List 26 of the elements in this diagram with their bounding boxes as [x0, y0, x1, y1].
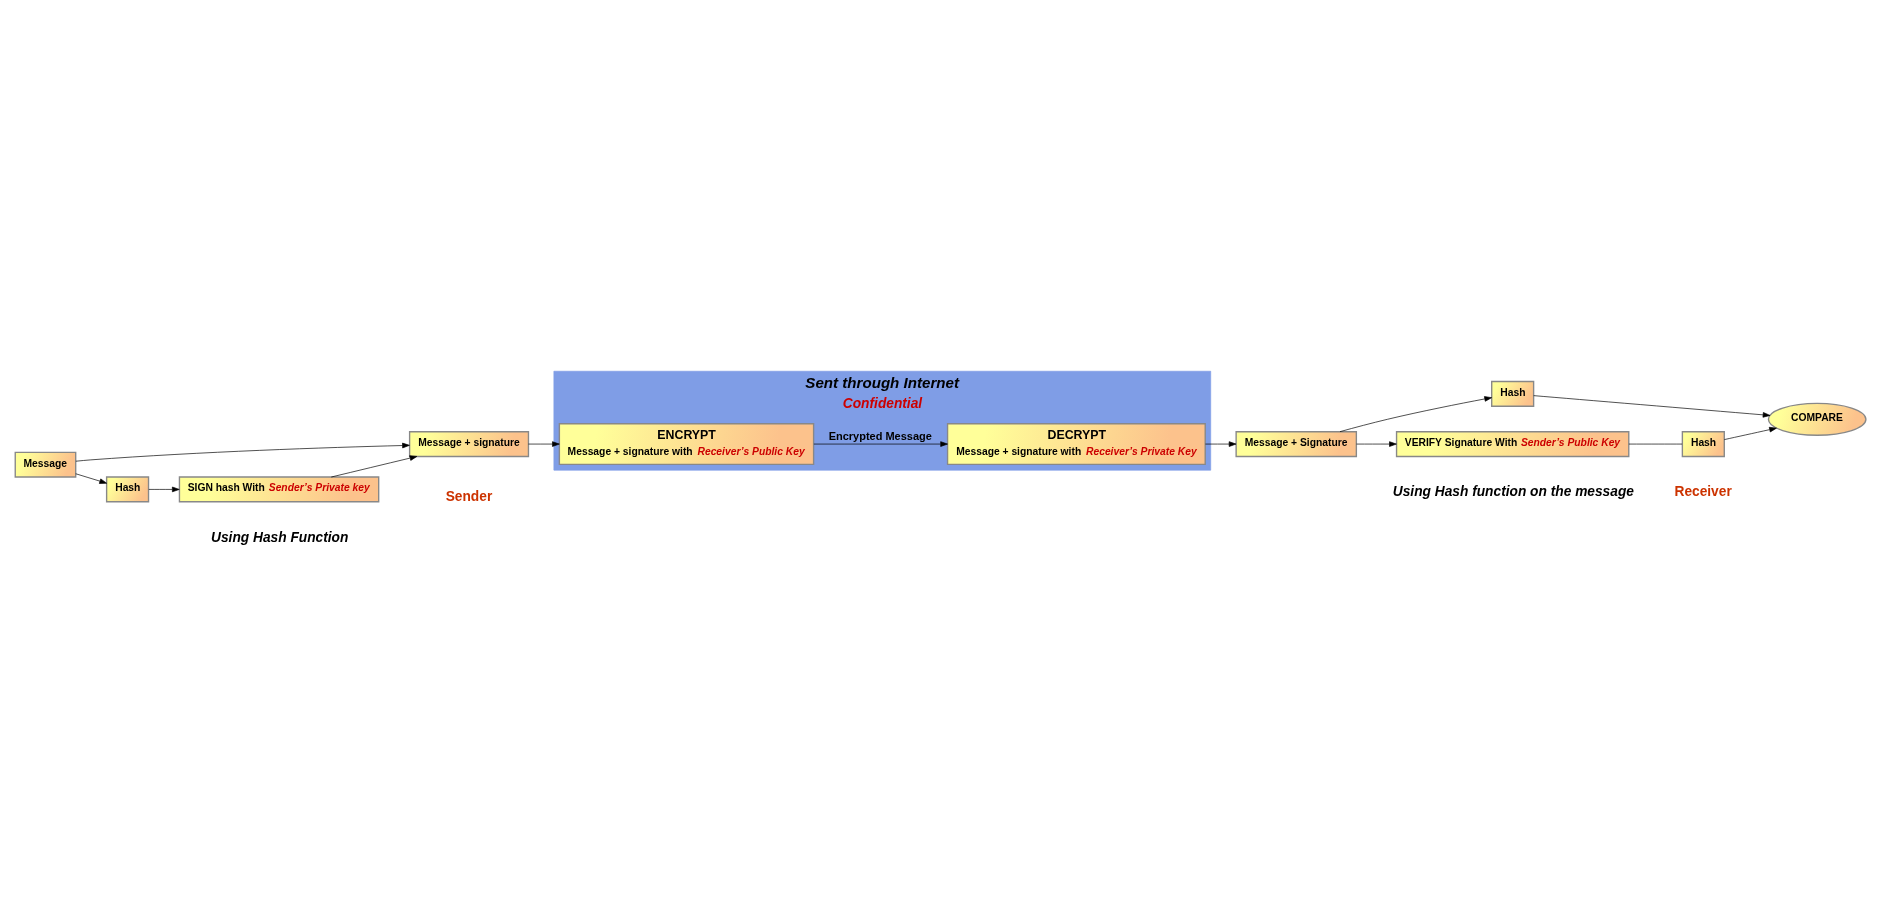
- arrow: [1339, 396, 1492, 432]
- node-box: Message + Signature: [1234, 431, 1357, 458]
- arrow: [1532, 395, 1770, 418]
- node-box: Message: [14, 451, 76, 478]
- arrow: [1355, 441, 1397, 447]
- arrow: [147, 486, 180, 493]
- node-box: Hash: [1490, 380, 1534, 407]
- node-box: Hash: [1681, 431, 1725, 458]
- arrow: [330, 455, 417, 478]
- node-box: Message + signature: [408, 431, 529, 458]
- arrow: [1204, 441, 1236, 447]
- label: Using Hash function on the message: [1392, 484, 1634, 500]
- node-box: Hash: [105, 476, 149, 503]
- node-box: ENCRYPT Message + signature with Receiver’s Public Key: [558, 423, 814, 466]
- label: Receiver: [1673, 484, 1732, 500]
- label: Using Hash Function: [210, 529, 348, 545]
- node-box: SIGN hash With Sender’s Private key: [178, 476, 379, 503]
- label: Sender: [445, 489, 492, 505]
- arrow: [527, 441, 560, 447]
- node-box: VERIFY Signature With Sender’s Public Key: [1395, 431, 1629, 458]
- arrow: [74, 473, 107, 484]
- edge-label: Encrypted Message: [828, 429, 932, 442]
- arrow: [813, 441, 948, 447]
- arrow: [1723, 426, 1777, 440]
- node-box: DECRYPT Message + signature with Receiver’s Private Key: [946, 423, 1206, 466]
- arrow: [75, 442, 410, 462]
